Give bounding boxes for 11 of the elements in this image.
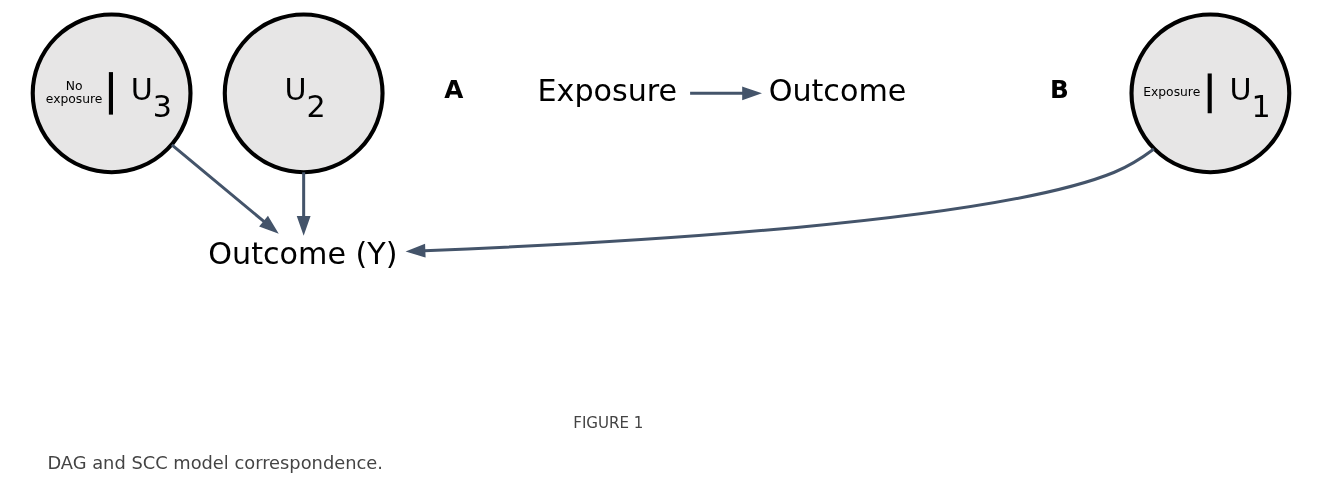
label: A bbox=[444, 74, 464, 104]
label: B bbox=[1049, 74, 1069, 104]
arrow bbox=[405, 147, 1155, 258]
caption: DAG and SCC model correspondence. bbox=[47, 451, 383, 473]
arrow bbox=[170, 143, 279, 234]
node-text: Outcome (Y) bbox=[208, 235, 398, 271]
arrow bbox=[690, 85, 762, 100]
label: FIGURE 1 bbox=[573, 413, 644, 432]
node-text: Exposure bbox=[537, 72, 678, 108]
arrow bbox=[296, 171, 311, 236]
node-text: Outcome bbox=[768, 72, 907, 108]
